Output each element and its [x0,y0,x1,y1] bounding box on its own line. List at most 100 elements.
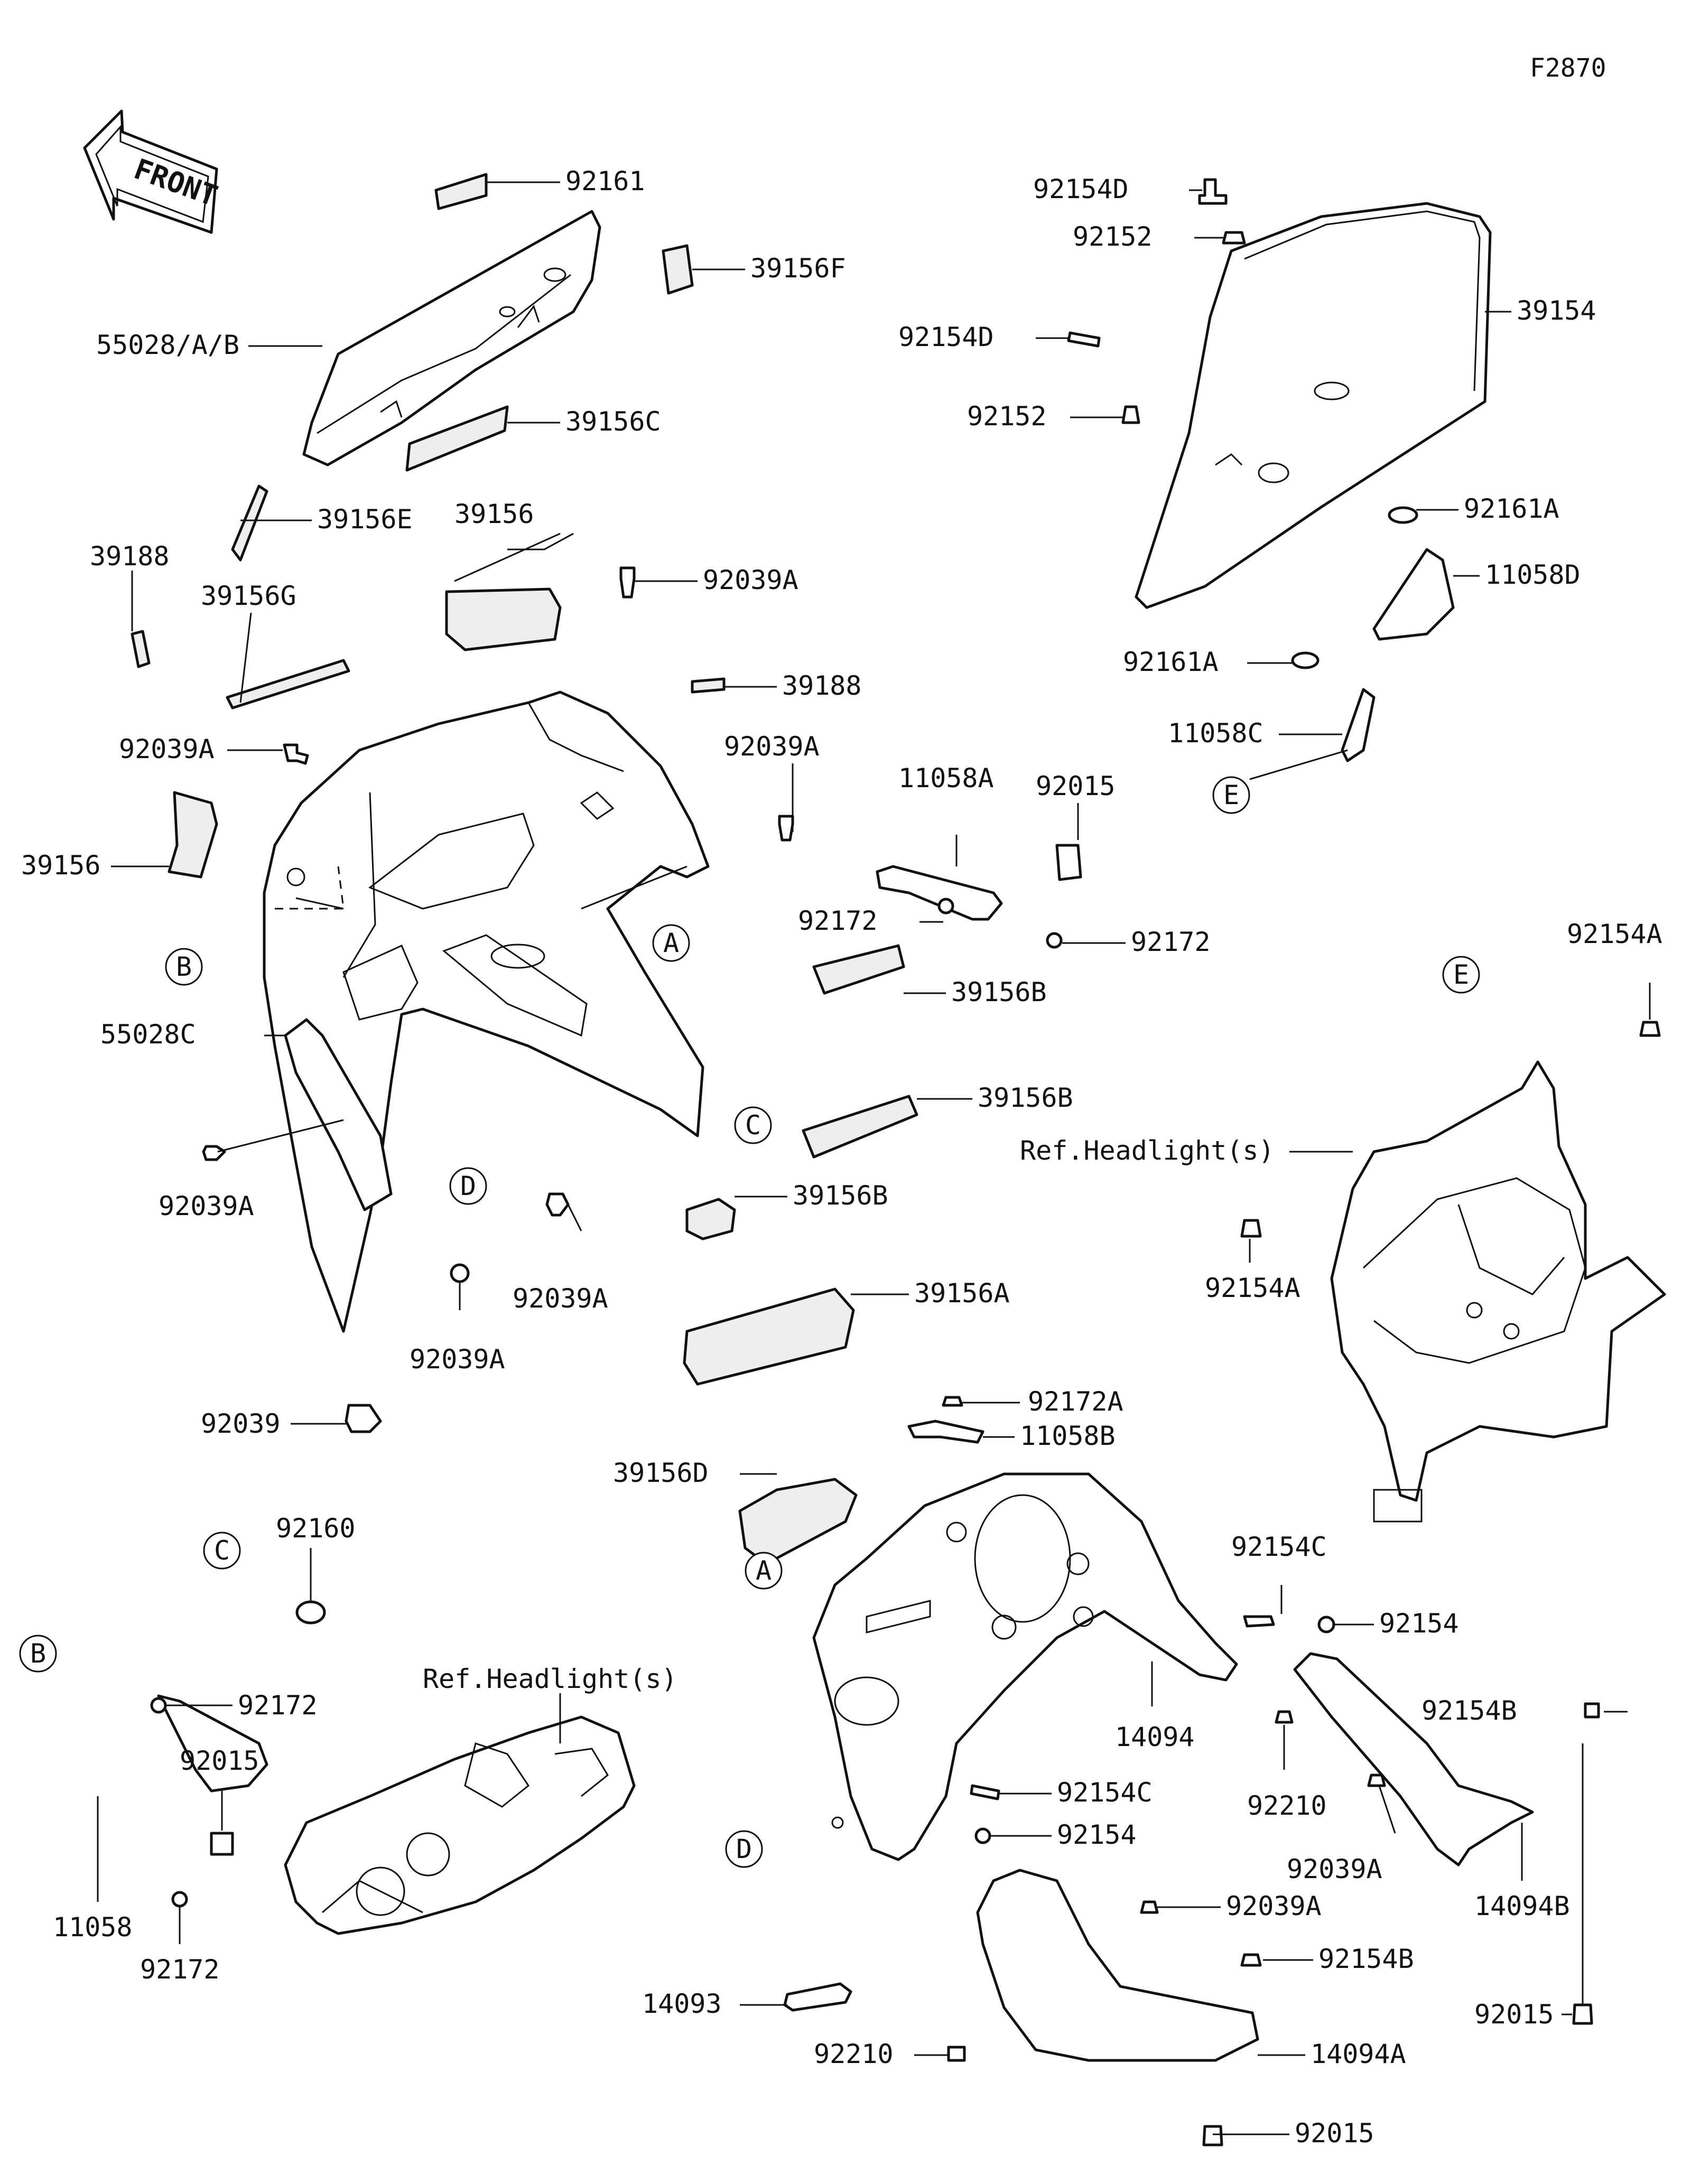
marker-B2: B [30,1638,46,1669]
callout-92210-a: 92210 [1247,1790,1327,1821]
callout-11058C: 11058C [1168,718,1263,749]
pad-92161 [434,173,488,210]
bracket-11058C [1341,688,1376,762]
pad-39156E [231,484,268,562]
bolt-92154C-b [970,1784,1000,1800]
callout-92154B-a: 92154B [1421,1695,1517,1726]
windshield-39154 [1135,202,1492,609]
bracket-55028C [284,1018,393,1211]
callout-92039A-top: 92039A [703,565,798,595]
pad-39156C [405,405,509,472]
callout-92152-a: 92152 [1073,221,1153,252]
callout-39154: 39154 [1517,295,1596,326]
callout-92154C-a: 92154C [1231,1532,1327,1562]
clip-92039A-r [1367,1774,1386,1787]
pad-39156G [226,659,350,710]
callout-92160: 92160 [276,1513,356,1544]
pad-39156D [738,1478,858,1565]
pad-39188-mid [691,677,726,694]
callout-92015-top: 92015 [1036,771,1116,801]
bolt-92154A-low [1240,1219,1262,1238]
callout-92039A-left: 92039A [119,734,215,764]
collar-92015-top [1055,844,1082,881]
callout-ref-headlight-left: Ref.Headlight(s) [423,1664,677,1694]
callout-92154A-low: 92154A [1205,1273,1300,1303]
callout-39156-top: 39156 [454,499,534,529]
callout-92172-a: 92172 [798,906,878,936]
bolt-92154 [1317,1616,1335,1634]
callout-92172-d: 92172 [140,1954,220,1985]
reflector-14093 [783,1982,852,2012]
callout-92161A-a: 92161A [1464,493,1559,524]
bolt-92172-a [937,898,954,914]
callout-labels: 92161 39156F 55028/A/B 39156C 39156E 391… [21,166,1662,2149]
callout-11058: 11058 [53,1912,133,1943]
clip-92039A-left [283,743,309,765]
callout-39156E: 39156E [317,504,413,535]
callout-92154-b: 92154 [1057,1819,1137,1850]
callout-39156G: 39156G [201,581,296,611]
callout-92015-r: 92015 [1474,1999,1554,2030]
callout-39156A: 39156A [914,1278,1010,1309]
callout-92039A-mid: 92039A [724,731,820,762]
bolt-92154A-top [1639,1021,1661,1037]
callout-11058D: 11058D [1485,559,1581,590]
callout-ref-headlight-right: Ref.Headlight(s) [1020,1135,1275,1166]
pad-39156-top [445,587,562,651]
collar-92015-b [1202,2125,1223,2146]
bracket-11058D [1372,548,1455,641]
grommet-92152-b [1121,405,1140,424]
grommet-92160 [295,1600,326,1625]
callout-11058B: 11058B [1020,1421,1116,1451]
callout-39188-mid: 39188 [782,670,862,701]
bolt-92154B-a [1584,1702,1600,1719]
callout-92015-c: 92015 [180,1746,259,1776]
bracket-11058A [876,865,1003,921]
pad-39156-left [168,791,218,879]
figure-id: F2870 [1530,53,1606,83]
grommet-92161A-b [1291,651,1320,669]
marker-B1: B [176,951,192,982]
callout-14093: 14093 [642,1989,722,2019]
cover-14094A [976,1869,1259,2062]
callout-14094: 14094 [1115,1722,1195,1752]
pad-39156B-b [802,1095,918,1159]
marker-A1: A [663,928,679,958]
marker-A2: A [756,1555,772,1586]
bolt-92154B-b [1240,1953,1262,1967]
nut-92039A-low3 [450,1263,470,1283]
callout-92161A-b: 92161A [1123,647,1219,677]
bracket-11058 [157,1694,268,1793]
clip-92039A-mid [778,815,794,842]
callout-92015-b: 92015 [1295,2118,1374,2149]
bolt-92154-b [974,1827,991,1844]
clip-92039A-low2 [545,1192,570,1217]
headlight-frame-right [1330,1060,1666,1523]
collar-92015-r [1572,2003,1593,2025]
callout-92161: 92161 [565,166,645,197]
callout-14094B: 14094B [1474,1891,1570,1921]
bolt-92154C-a [1243,1615,1275,1628]
marker-D2: D [736,1834,752,1864]
callout-92039: 92039 [201,1408,281,1439]
marker-E2: E [1453,959,1469,990]
clip-92039A-low [202,1145,226,1161]
collar-92015-c [210,1832,234,1856]
grommet-92161A-a [1388,506,1418,524]
clip-92039A-r2 [1140,1900,1159,1914]
callout-92039A-low: 92039A [159,1191,254,1221]
callout-92154B-b: 92154B [1318,1944,1414,1974]
callout-39188-left: 39188 [90,541,170,572]
callout-39156B-c: 39156B [793,1180,888,1211]
nut-92210-a [1275,1710,1294,1724]
callout-92172-c: 92172 [238,1690,318,1721]
callout-11058A: 11058A [898,763,994,794]
bolt-92172-b [1046,932,1063,949]
callout-92152-b: 92152 [967,401,1047,432]
nut-92210-b [947,2046,966,2062]
marker-C1: C [745,1110,761,1141]
callout-14094A: 14094A [1311,2039,1406,2069]
pad-39188-left [131,630,151,668]
callout-39156B-a: 39156B [951,977,1047,1007]
